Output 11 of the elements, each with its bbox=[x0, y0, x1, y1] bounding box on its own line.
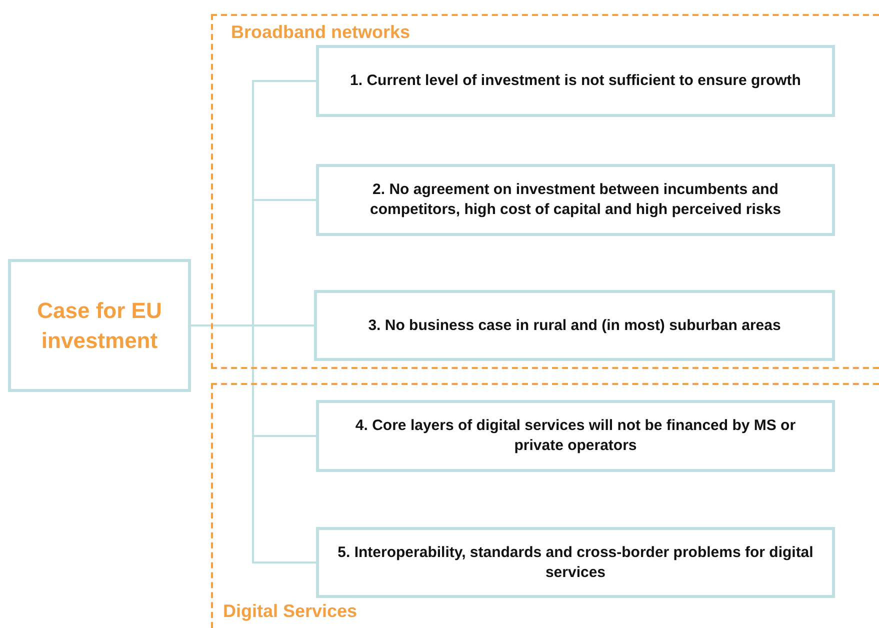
problem-box: 4. Core layers of digital services will not be financed by MS or private operators bbox=[316, 400, 835, 472]
root-box: Case for EU investment bbox=[8, 259, 191, 392]
problem-box: 1. Current level of investment is not sufficient to ensure growth bbox=[316, 45, 835, 117]
group-heading: Broadband networks bbox=[231, 22, 410, 43]
dashed-group-frame bbox=[211, 383, 879, 628]
group-heading: Digital Services bbox=[223, 601, 358, 622]
problem-box: 5. Interoperability, standards and cross-border problems for digital services bbox=[316, 527, 835, 598]
problem-box: 2. No agreement on investment between incumbents and competitors, high cost of capital and high perceived risks bbox=[316, 164, 835, 236]
problem-box: 3. No business case in rural and (in most) suburban areas bbox=[314, 290, 835, 361]
connector-line bbox=[191, 324, 316, 564]
dashed-group-frame bbox=[211, 14, 879, 369]
